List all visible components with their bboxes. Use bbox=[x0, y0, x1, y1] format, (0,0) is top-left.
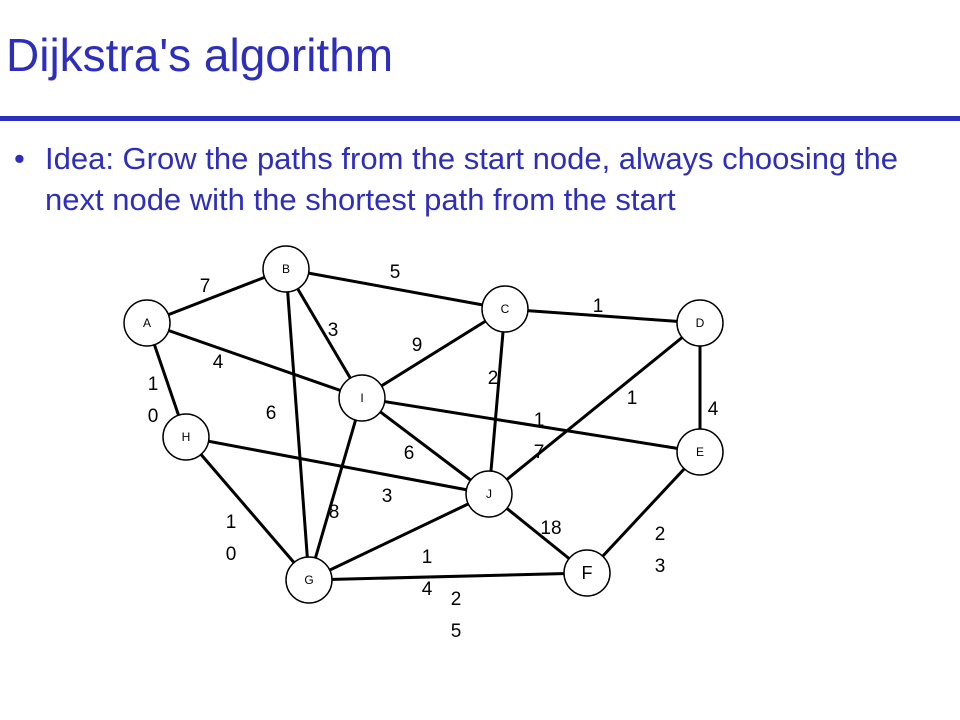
edge-weight-c-d: 1 bbox=[593, 296, 604, 317]
node-f-circle bbox=[563, 549, 611, 597]
node-b-label: B bbox=[282, 262, 290, 276]
edge-h-g bbox=[184, 436, 311, 581]
node-b: B bbox=[262, 245, 310, 293]
slide-title: Dijkstra's algorithm bbox=[6, 29, 394, 81]
node-f: F bbox=[563, 549, 611, 597]
edge-i-j bbox=[361, 396, 490, 496]
bullet-dot: • bbox=[14, 141, 25, 176]
node-a: A bbox=[123, 299, 171, 347]
edge-a-b bbox=[146, 267, 287, 325]
node-g: G bbox=[285, 556, 333, 604]
title-divider-bar bbox=[0, 116, 960, 121]
node-d-label: D bbox=[696, 316, 705, 330]
node-g-label: G bbox=[304, 573, 313, 587]
edge-i-g bbox=[307, 397, 364, 581]
node-h: H bbox=[162, 413, 210, 461]
edge-b-i bbox=[284, 268, 364, 399]
node-i-circle bbox=[338, 374, 386, 422]
node-j-label: J bbox=[486, 487, 492, 501]
graph-edges bbox=[145, 267, 702, 582]
edge-weight-i-g: 8 bbox=[329, 502, 340, 523]
edge-weight-d-e: 4 bbox=[708, 399, 719, 420]
bullet-text: Idea: Grow the paths from the start node… bbox=[45, 141, 898, 217]
node-j-circle bbox=[465, 470, 513, 518]
node-g-circle bbox=[285, 556, 333, 604]
node-b-circle bbox=[262, 245, 310, 293]
edge-h-j bbox=[185, 435, 490, 496]
edge-i-c bbox=[361, 307, 506, 400]
edge-d-j bbox=[488, 321, 701, 496]
node-e-circle bbox=[676, 428, 724, 476]
node-d-circle bbox=[676, 299, 724, 347]
node-i: I bbox=[338, 374, 386, 422]
edge-weight-j-f: 18 bbox=[540, 518, 561, 539]
node-c: C bbox=[481, 285, 529, 333]
graph-nodes: A B C D E F G H I J bbox=[123, 245, 724, 604]
node-e: E bbox=[676, 428, 724, 476]
edge-a-i bbox=[146, 321, 363, 400]
edge-weight-h-j: 3 bbox=[382, 486, 393, 507]
edge-b-g bbox=[284, 268, 311, 581]
edge-i-e bbox=[361, 396, 701, 454]
edge-weight-d-j: 1 bbox=[627, 388, 638, 409]
edge-weight-i-c: 9 bbox=[412, 335, 423, 356]
edge-c-d bbox=[504, 307, 701, 325]
edge-weight-i-j: 6 bbox=[404, 443, 415, 464]
node-h-circle bbox=[162, 413, 210, 461]
node-d: D bbox=[676, 299, 724, 347]
edge-weight-c-j: 2 bbox=[488, 368, 499, 389]
node-a-label: A bbox=[143, 316, 151, 330]
node-c-circle bbox=[481, 285, 529, 333]
node-i-label: I bbox=[360, 391, 363, 405]
edge-g-j bbox=[308, 492, 490, 582]
node-h-label: H bbox=[182, 430, 191, 444]
edge-weight-b-g: 6 bbox=[266, 403, 277, 424]
edge-g-f bbox=[308, 571, 588, 582]
edge-c-j bbox=[487, 308, 507, 495]
edge-weight-b-c: 5 bbox=[390, 262, 401, 283]
edge-e-f bbox=[585, 450, 702, 575]
edge-weight-b-i: 3 bbox=[328, 320, 339, 341]
node-f-label: F bbox=[582, 563, 593, 583]
edge-weight-a-i: 4 bbox=[213, 352, 224, 373]
edge-b-c bbox=[285, 267, 506, 311]
node-j: J bbox=[465, 470, 513, 518]
node-a-circle bbox=[123, 299, 171, 347]
node-c-label: C bbox=[501, 302, 510, 316]
edge-weight-a-b: 7 bbox=[200, 276, 211, 297]
title-divider bbox=[0, 116, 960, 121]
node-e-label: E bbox=[696, 445, 704, 459]
bullet-point: • Idea: Grow the paths from the start no… bbox=[7, 138, 957, 220]
